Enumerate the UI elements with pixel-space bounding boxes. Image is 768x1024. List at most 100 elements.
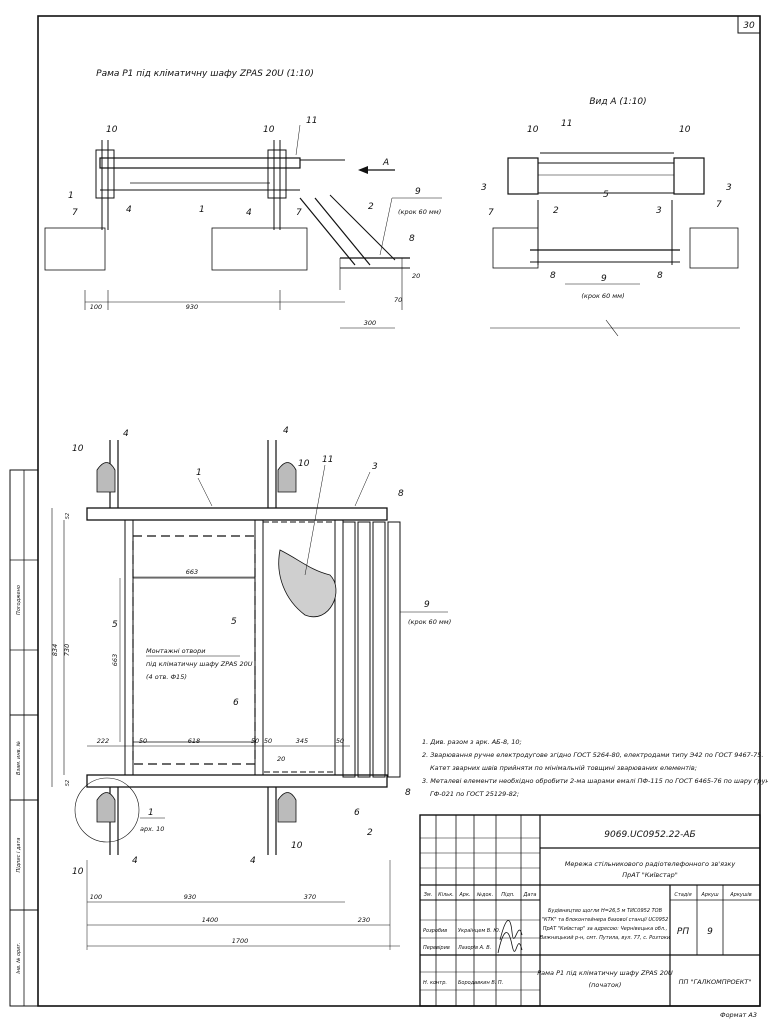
anchor-bottom-right [267, 787, 297, 855]
site-line-4: Вижницький р-н, смт. Путила, вул. 77, с.… [540, 935, 671, 941]
foundation-right [211, 227, 308, 271]
grating-hatch [278, 549, 337, 618]
sheet-value: 9 [707, 927, 713, 937]
format-label: Формат А3 [720, 1011, 757, 1019]
side-view: Рама Р1 під кліматичну шафу ZPAS 20U (1:… [44, 69, 442, 329]
side-callout-1-mid: 1 [199, 205, 205, 215]
side-callout-7-l: 7 [72, 208, 78, 218]
note-2: 2. Зварювання ручне електродугове згідно… [422, 751, 763, 759]
project-line-1: Мережа стільникового радіотелефонного зв… [565, 860, 736, 868]
plan-callout-5-r: 5 [231, 617, 237, 627]
va-callout-3-r: 3 [726, 183, 732, 193]
role-developer: Розробив [423, 928, 447, 934]
tread-1 [342, 521, 356, 778]
dim-50-c: 50 [264, 737, 272, 745]
general-notes: 1. Див. разом з арк. АБ-8, 10; 2. Зварюв… [422, 738, 768, 798]
title-block: 9069.UC0952.22-АБ Мережа стільникового р… [419, 814, 761, 1007]
side-callout-10-r: 10 [263, 125, 275, 135]
name-developer: Українцем В. Ю. [458, 928, 500, 934]
dim-50-a: 50 [139, 737, 147, 745]
tread-4 [387, 521, 401, 778]
side-callout-9: 9 [415, 187, 421, 197]
dim-834: 834 [51, 644, 59, 656]
post-left [95, 149, 115, 199]
plan-callout-10-tl: 10 [72, 444, 84, 454]
va-callout-7-r: 7 [716, 200, 722, 210]
side-callout-11: 11 [306, 116, 317, 126]
hdr-ark: Арк. [458, 892, 470, 898]
dim-20-plan: 20 [277, 755, 285, 763]
drawing-title-2: (початок) [589, 981, 622, 989]
plan-callout-4-tl: 4 [123, 429, 129, 439]
post-right [267, 149, 287, 199]
view-a-title: Вид А (1:10) [589, 97, 646, 107]
hdr-ndok: №док. [476, 892, 493, 898]
plan-callout-1-bot: 1 [148, 808, 154, 818]
plan-callout-3: 3 [372, 462, 378, 472]
plan-callout-4-bl: 4 [132, 856, 138, 866]
va-callout-10-r: 10 [679, 125, 691, 135]
stamp-sign-date: Підпис і дата [16, 838, 22, 873]
plan-callout-10-br: 10 [291, 841, 303, 851]
mount-holes-l1: Монтажні отвори [146, 647, 206, 655]
signature-developer [499, 920, 523, 941]
project-line-2: ПрАТ "Київстар" [622, 871, 677, 879]
view-a-post-right [673, 157, 705, 195]
anchor-bottom-left [74, 777, 140, 855]
va-callout-2: 2 [553, 206, 559, 216]
side-callout-7-r: 7 [296, 208, 302, 218]
sheet-header: Аркуш [700, 892, 719, 898]
plan-callout-4-tr: 4 [283, 426, 289, 436]
side-callout-8: 8 [409, 234, 415, 244]
hdr-kilk: Кільк. [438, 892, 454, 898]
va-callout-3-l: 3 [481, 183, 487, 193]
plan-callout-10-tr: 10 [298, 459, 310, 469]
note-3: 3. Металеві елементи необхідно обробити … [422, 777, 768, 785]
sheet-number-box [737, 15, 761, 34]
main-beam [99, 157, 301, 169]
va-callout-7-l: 7 [488, 208, 494, 218]
tread-2 [357, 521, 371, 778]
dim-50-d: 50 [336, 737, 344, 745]
role-checker: Перевірив [423, 945, 450, 951]
va-callout-8-r: 8 [657, 271, 663, 281]
dim-730: 730 [63, 644, 71, 656]
dim-370: 370 [304, 893, 316, 901]
mount-holes-l3: (4 отв. Ф15) [146, 673, 187, 681]
side-stamp: Погоджено Взам. инв. № Підпис і дата Інв… [9, 469, 39, 1007]
plan-callout-4-br: 4 [250, 856, 256, 866]
stage-header: Стадія [674, 892, 691, 898]
dim-1700: 1700 [232, 937, 249, 945]
foundation-left [44, 227, 106, 271]
va-callout-3-mid: 3 [656, 206, 662, 216]
plan-top-beam [86, 507, 388, 521]
plan-callout-5-l: 5 [112, 620, 118, 630]
role-norm-control: Н. контр. [423, 980, 447, 986]
sheets-header: Аркушів [729, 892, 752, 898]
stamp-agreed: Погоджено [16, 585, 22, 615]
dim-345: 345 [296, 737, 308, 745]
side-callout-2: 2 [368, 202, 374, 212]
hdr-pidp: Підп. [501, 892, 514, 898]
view-a-frame [537, 162, 675, 194]
va-pitch: (крок 60 мм) [581, 292, 624, 300]
stamp-inv-orig: Інв. № ориг. [16, 942, 22, 973]
dim-1400: 1400 [202, 916, 219, 924]
plan-bottom-beam [86, 774, 388, 788]
anchor-top-left [96, 440, 119, 508]
plan-callout-11: 11 [322, 455, 333, 465]
dim-300: 300 [364, 319, 376, 327]
plan-left-post [124, 519, 134, 776]
side-pitch: (крок 60 мм) [398, 208, 441, 216]
cabinet-outline [132, 535, 256, 765]
organization: ПП "ГАЛКОМПРОЕКТ" [679, 978, 752, 986]
dim-930-plan: 930 [184, 893, 196, 901]
sheet-frame [37, 15, 761, 1007]
dim-50-b: 50 [251, 737, 259, 745]
name-norm-control: Бородавкин В. П. [458, 980, 503, 986]
site-line-1: Будівництво щогли Н=26,5 м ТИС0952 ТОВ [548, 908, 663, 914]
view-a-post-left [507, 157, 539, 195]
dim-20: 20 [412, 272, 420, 280]
side-callout-4-l: 4 [126, 205, 132, 215]
view-a: Вид А (1:10) 10 10 11 3 3 7 7 5 2 3 8 8 … [481, 97, 740, 337]
